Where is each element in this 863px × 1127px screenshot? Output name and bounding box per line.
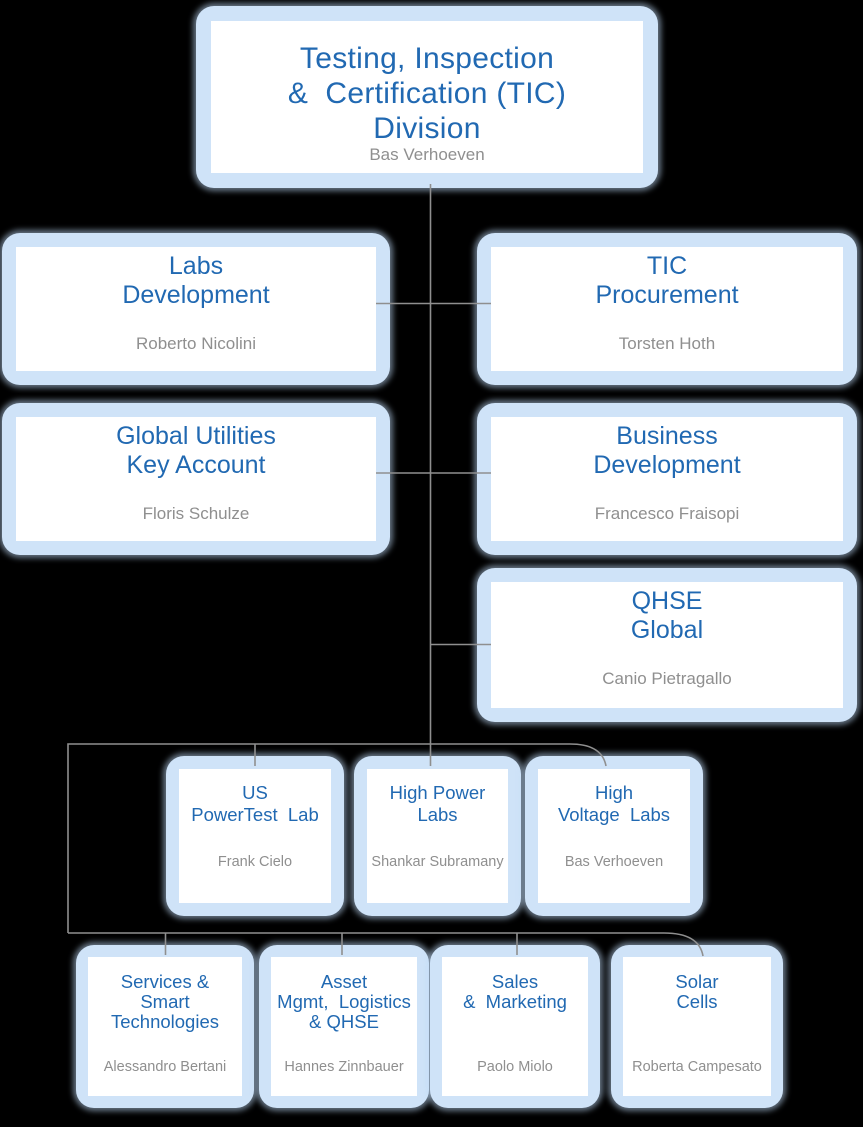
org-node-division: Testing, Inspection & Certification (TIC… <box>196 6 658 188</box>
node-card: QHSE Global Canio Pietragallo <box>491 582 843 708</box>
node-card: TIC Procurement Torsten Hoth <box>491 247 843 371</box>
node-person-name: Bas Verhoeven <box>564 854 664 870</box>
node-title: Solar Cells <box>675 971 719 1012</box>
node-person-name: Shankar Subramany <box>371 854 504 870</box>
org-node-asset-mgmt-logistics-qhse: Asset Mgmt, Logistics & QHSE Hannes Zinn… <box>259 945 429 1108</box>
org-node-qhse-global: QHSE Global Canio Pietragallo <box>477 568 857 722</box>
org-node-us-powertest-lab: US PowerTest Lab Frank Cielo <box>166 756 344 916</box>
node-card: Labs Development Roberto Nicolini <box>16 247 376 371</box>
node-title: Testing, Inspection & Certification (TIC… <box>287 42 567 145</box>
org-node-tic-procurement: TIC Procurement Torsten Hoth <box>477 233 857 385</box>
node-title: Global Utilities Key Account <box>116 422 276 479</box>
node-person-name: Paolo Miolo <box>477 1059 553 1075</box>
node-title: US PowerTest Lab <box>191 782 319 825</box>
node-person-name: Francesco Fraisopi <box>594 504 740 523</box>
node-title: QHSE Global <box>630 587 704 644</box>
org-node-solar-cells: Solar Cells Roberta Campesato <box>611 945 783 1108</box>
node-card: High Power Labs Shankar Subramany <box>367 769 508 903</box>
node-person-name: Frank Cielo <box>217 854 293 870</box>
node-person-name: Roberto Nicolini <box>136 334 256 353</box>
org-node-high-voltage-labs: High Voltage Labs Bas Verhoeven <box>525 756 703 916</box>
node-card: Services & Smart Technologies Alessandro… <box>88 957 242 1096</box>
node-title: Labs Development <box>122 252 270 309</box>
node-person-name: Bas Verhoeven <box>369 145 485 164</box>
org-node-labs-development: Labs Development Roberto Nicolini <box>2 233 390 385</box>
node-title: TIC Procurement <box>595 252 739 309</box>
node-title: Asset Mgmt, Logistics & QHSE <box>277 971 411 1032</box>
node-title: High Voltage Labs <box>557 782 671 825</box>
node-title: Services & Smart Technologies <box>111 971 219 1032</box>
node-person-name: Roberta Campesato <box>632 1059 762 1075</box>
node-person-name: Canio Pietragallo <box>602 669 732 688</box>
node-person-name: Floris Schulze <box>142 504 250 523</box>
node-card: Solar Cells Roberta Campesato <box>623 957 771 1096</box>
node-title: High Power Labs <box>389 782 486 825</box>
node-person-name: Torsten Hoth <box>618 334 716 353</box>
org-node-services-smart-technologies: Services & Smart Technologies Alessandro… <box>76 945 254 1108</box>
node-title: Sales & Marketing <box>463 971 567 1012</box>
node-card: High Voltage Labs Bas Verhoeven <box>538 769 690 903</box>
node-person-name: Hannes Zinnbauer <box>284 1059 404 1075</box>
node-card: Testing, Inspection & Certification (TIC… <box>211 21 643 173</box>
node-card: Global Utilities Key Account Floris Schu… <box>16 417 376 541</box>
org-node-sales-marketing: Sales & Marketing Paolo Miolo <box>430 945 600 1108</box>
node-card: Sales & Marketing Paolo Miolo <box>442 957 588 1096</box>
node-card: US PowerTest Lab Frank Cielo <box>179 769 331 903</box>
node-person-name: Alessandro Bertani <box>103 1059 227 1075</box>
org-node-global-utilities-key-account: Global Utilities Key Account Floris Schu… <box>2 403 390 555</box>
node-card: Asset Mgmt, Logistics & QHSE Hannes Zinn… <box>271 957 417 1096</box>
node-title: Business Development <box>593 422 741 479</box>
org-node-high-power-labs: High Power Labs Shankar Subramany <box>354 756 521 916</box>
node-card: Business Development Francesco Fraisopi <box>491 417 843 541</box>
org-node-business-development: Business Development Francesco Fraisopi <box>477 403 857 555</box>
